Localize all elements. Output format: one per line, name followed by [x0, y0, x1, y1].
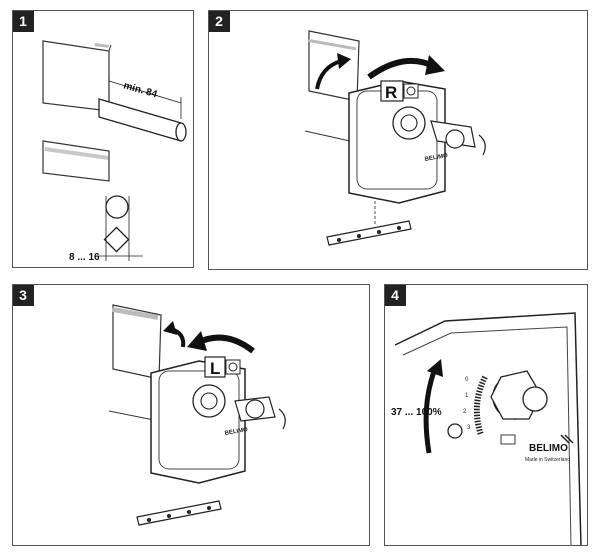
- brand-tagline: Made in Switzerland: [525, 457, 570, 463]
- brand-label: BELIMO: [424, 153, 448, 163]
- panel-3: 3 L BELIMO: [12, 284, 370, 546]
- panel-4: 4 0 1 2 3 37 ... 100% BELIMO Made in Swi…: [384, 284, 588, 546]
- panel-number-badge: 1: [13, 11, 34, 32]
- panel-1: 1 min. 84 8 ... 16: [12, 10, 194, 268]
- actuator-mount-right-illustration: R BELIMO: [304, 30, 486, 246]
- actuator-mount-left-illustration: L BELIMO: [108, 304, 286, 526]
- svg-text:3: 3: [467, 425, 471, 431]
- panel-number-badge: 4: [385, 285, 406, 306]
- panel-number-badge: 3: [13, 285, 34, 306]
- direction-r-label: R: [385, 83, 397, 102]
- panel-2: 2 R BELIMO: [208, 10, 588, 270]
- svg-text:2: 2: [463, 409, 467, 415]
- svg-text:0: 0: [465, 377, 469, 383]
- svg-text:1: 1: [465, 393, 469, 399]
- rotation-range-illustration: 0 1 2 3 37 ... 100% BELIMO Made in Switz…: [391, 312, 582, 545]
- shaft-length-label: min. 84: [122, 80, 159, 100]
- shaft-range-label: 8 ... 16: [69, 252, 100, 263]
- brand-label: BELIMO: [529, 443, 568, 454]
- panel-number-badge: 2: [209, 11, 230, 32]
- shaft-mount-illustration: min. 84 8 ... 16: [42, 40, 187, 263]
- rotation-range-label: 37 ... 100%: [391, 407, 442, 418]
- direction-l-label: L: [210, 359, 220, 378]
- brand-label: BELIMO: [224, 427, 248, 437]
